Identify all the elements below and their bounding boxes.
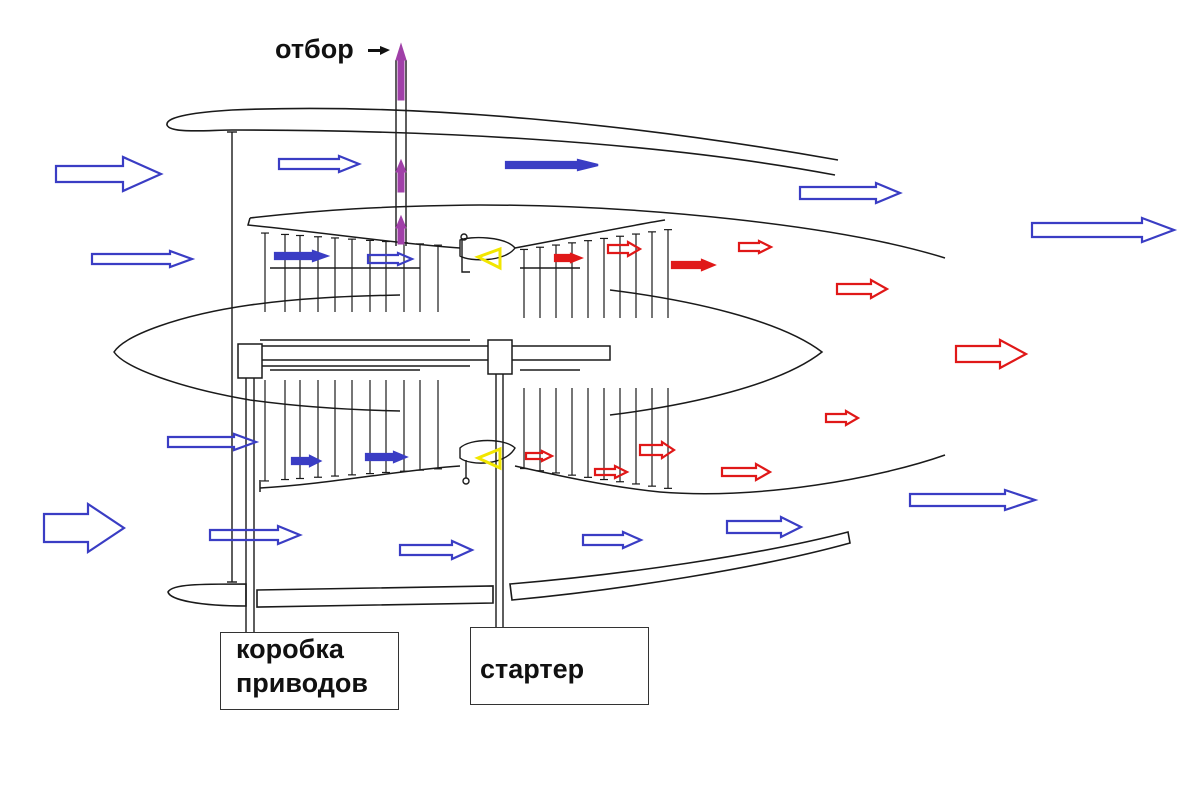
flow-arrow-icon: [725, 515, 804, 539]
flow-arrow-icon: [720, 462, 773, 482]
shafts: [259, 267, 611, 371]
flow-arrow-icon: [908, 488, 1039, 512]
flow-arrow-icon: [504, 158, 599, 172]
flow-arrow-icon: [398, 539, 475, 561]
drive-shafts: [245, 374, 504, 632]
nacelle-upper: [166, 107, 839, 176]
front-bearing-box: [237, 343, 263, 379]
rear-bearing-box: [487, 339, 513, 375]
gearbox-box: [220, 632, 399, 710]
flow-arrow-icon: [553, 252, 584, 264]
fan-blades: [227, 131, 237, 583]
flow-arrow-icon: [90, 249, 196, 269]
flow-arrow-icon: [364, 450, 409, 464]
flow-arrow-icon: [638, 439, 676, 461]
flow-arrow-icon: [670, 258, 717, 272]
flow-arrow-icon: [277, 154, 362, 174]
bleed-pipe: [395, 60, 407, 246]
flow-arrow-icon: [606, 240, 643, 258]
flow-arrow-icon: [1030, 216, 1178, 244]
combustor-upper: [459, 233, 516, 273]
flow-arrow-icon: [737, 239, 774, 255]
flow-arrow-icon: [835, 278, 890, 300]
gearbox-label-line2: приводов: [236, 668, 369, 698]
engine-core-body: [113, 289, 824, 416]
flow-arrow-icon: [54, 155, 164, 193]
flow-arrow-icon: [42, 501, 126, 555]
flow-arrow-icon: [208, 524, 303, 546]
hot-gas-flow-arrows: [524, 239, 1029, 482]
gearbox-label-line1: коробка: [236, 634, 344, 664]
bleed-flow-arrows: [395, 42, 407, 245]
bleed-pointer-icon: [368, 46, 390, 55]
flow-arrow-icon: [273, 249, 331, 263]
bleed-label: отбор: [275, 34, 354, 64]
flow-arrow-icon: [798, 181, 903, 205]
flow-arrow-icon: [954, 338, 1029, 370]
flow-arrow-icon: [593, 464, 630, 480]
flow-arrow-icon: [290, 454, 323, 468]
flow-arrow-icon: [581, 530, 644, 550]
flow-arrow-icon: [824, 409, 861, 427]
gearbox-label: коробка приводов: [236, 632, 368, 700]
flow-arrow-icon: [366, 251, 415, 267]
flame-icon-lower: [474, 446, 502, 471]
combustor-lower: [459, 439, 516, 485]
starter-label: стартер: [480, 654, 585, 684]
flow-arrow-icon: [524, 449, 555, 463]
starter-box: [470, 627, 649, 705]
flow-arrow-icon: [166, 432, 260, 452]
compressor-turbine-blades-upper: [261, 229, 672, 318]
cold-air-flow-arrows: [42, 154, 1178, 561]
nacelle-lower: [167, 531, 851, 608]
flame-icon-upper: [474, 246, 502, 271]
